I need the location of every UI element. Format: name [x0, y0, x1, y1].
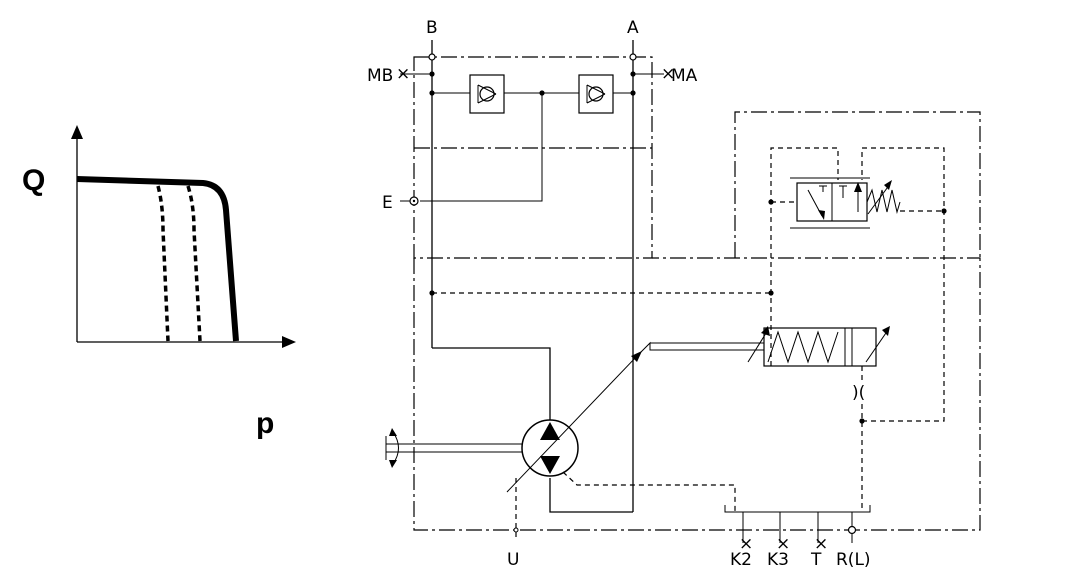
port-u-connector [513, 527, 519, 533]
port-e-label: E [382, 193, 393, 213]
pilot-line-left [770, 147, 839, 366]
cylinder-adjust-arrow-head [882, 326, 890, 336]
spring-adjust-arrow-head [761, 326, 770, 336]
drain-collector [724, 505, 871, 513]
k2-plug-icon: × [739, 534, 753, 554]
variable-pump [506, 341, 765, 493]
rotation-arrow-icon [392, 431, 399, 465]
q-axis-arrow [71, 125, 83, 139]
line-e [420, 93, 543, 202]
line-b-pump [432, 347, 551, 420]
valve-up-arrow-head [854, 182, 862, 192]
circuit: B A MB MA E U K2 K3 T R(L) × × [367, 18, 981, 570]
pq-characteristic-graph: Q p [22, 125, 296, 440]
stroking-cylinder [747, 326, 890, 367]
p-axis-label: p [256, 407, 274, 440]
regulator-enclosure [734, 111, 981, 258]
mb-plug-icon: × [396, 64, 410, 84]
drive-shaft [385, 428, 522, 468]
junction [429, 71, 435, 77]
port-a-label: A [627, 18, 639, 38]
port-a-connector [629, 53, 637, 61]
port-b-label: B [426, 18, 438, 38]
pressure-control-valve [790, 177, 901, 229]
ma-plug-icon: × [661, 64, 675, 84]
junction [429, 90, 435, 96]
pump-enclosure [413, 257, 981, 531]
junction [941, 208, 947, 214]
junction [429, 290, 435, 296]
port-b-connector [428, 53, 436, 61]
port-u-label: U [507, 550, 519, 570]
t-plug-icon: × [814, 534, 828, 554]
port-mb-label: MB [367, 66, 393, 86]
pilot-line-right [861, 147, 945, 422]
valve-spring-adjust-arrow-head [884, 180, 892, 190]
p-axis-arrow [282, 336, 296, 348]
case-drain [562, 471, 736, 512]
valve-spring-icon [866, 188, 901, 214]
limited-curve-2 [186, 185, 202, 342]
port-r-connector [847, 525, 857, 535]
port-t-label: T [810, 550, 822, 570]
line-a-pump [549, 478, 633, 513]
orifice-icon: )( [852, 383, 865, 403]
valve-block-enclosure [413, 56, 653, 259]
check-valve-a [578, 74, 614, 114]
spring-icon [767, 330, 839, 364]
junction [630, 71, 636, 77]
port-r-label: R(L) [836, 550, 871, 570]
check-valve-b [469, 74, 505, 114]
limited-curve-1 [156, 185, 170, 342]
port-k3-label: K3 [767, 550, 789, 570]
max-curve [76, 176, 239, 342]
valve-flow-arrow-head [818, 210, 825, 220]
port-k2-label: K2 [730, 550, 752, 570]
q-axis-label: Q [22, 164, 45, 197]
k3-plug-icon: × [776, 534, 790, 554]
rotation-arrow-head-top [389, 428, 397, 436]
rotation-arrow-head-bottom [389, 460, 397, 468]
port-ma-label: MA [671, 66, 698, 86]
junction [630, 90, 636, 96]
port-e-connector-center [412, 199, 416, 203]
